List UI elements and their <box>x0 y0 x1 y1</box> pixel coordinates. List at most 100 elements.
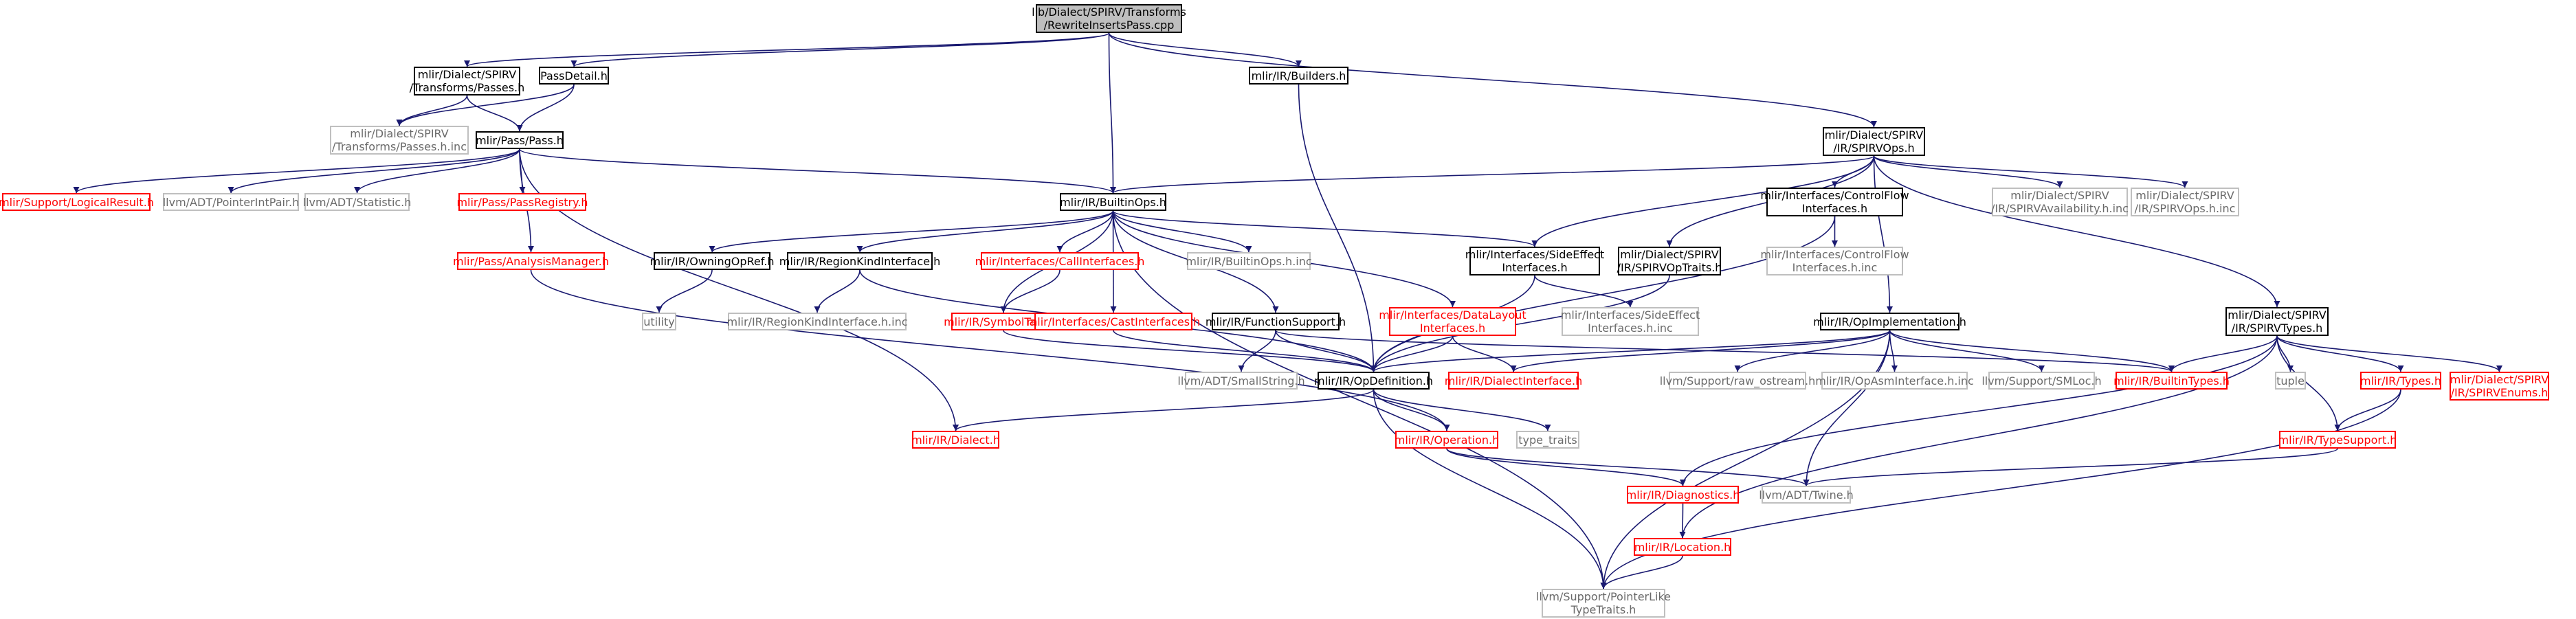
edge-sideeffect_h-to-sideeffect_inc <box>1534 275 1634 308</box>
node-tuple: tuple <box>2275 372 2306 390</box>
node-spirvenums-h: mlir/Dialect/SPIRV/IR/SPIRVEnums.h <box>2450 372 2549 401</box>
edge-opimpl_h-to-builtintypes_h <box>1889 330 2175 372</box>
edge-builtinops_h-to-sideeffect_h <box>1112 210 1538 247</box>
edge-builtinops_h-to-owningopref_h <box>709 210 1114 253</box>
edge-operation_h-to-diagnostics_h <box>1446 448 1686 486</box>
edge-spirvtypes_h-to-location_h <box>1679 335 2278 539</box>
edge-builtinops_h-to-regionkind_h <box>856 210 1114 253</box>
edge-root-to-builtinops_h <box>1108 32 1116 194</box>
edge-root-to-passdetail_h <box>570 32 1110 67</box>
node-raw-ostream-h: llvm/Support/raw_ostream.h <box>1660 372 1815 390</box>
edge-opdefinition_h-to-operation_h <box>1373 389 1450 431</box>
node-twine-h: llvm/ADT/Twine.h <box>1759 486 1854 504</box>
edge-opimpl_h-to-dialectinterface_h <box>1510 330 1891 372</box>
edge-spirvtypes_h-to-tuple <box>2276 335 2294 372</box>
node-analysismanager-h: mlir/Pass/AnalysisManager.h <box>453 252 609 270</box>
edge-opdefinition_h-to-pointerlike_h <box>1373 389 1607 589</box>
edge-spirvtypes_h-to-builtintypes_h <box>2168 335 2278 372</box>
edge-analysismanager_h-to-operation_h <box>530 269 1450 431</box>
edge-root-to-builders_h <box>1108 32 1302 67</box>
node-opasminterface-h-inc: mlir/IR/OpAsmInterface.h.inc <box>1815 372 1974 390</box>
edge-spirvops_h-to-spirvtypes_h <box>1873 155 2280 308</box>
node-location-h: mlir/IR/Location.h <box>1634 538 1731 556</box>
node-builtintypes-h: mlir/IR/BuiltinTypes.h <box>2113 372 2230 390</box>
edge-opimpl_h-to-raw_ostream_h <box>1734 330 1891 372</box>
edge-operation_h-to-twine_h <box>1446 448 1810 486</box>
node-opimplementation-h[interactable]: mlir/IR/OpImplementation.h <box>1813 313 1966 330</box>
edge-regionkind_h-to-regionkind_inc <box>814 269 860 313</box>
node-statistic-h: llvm/ADT/Statistic.h <box>303 193 411 211</box>
edge-owningopref_h-to-utility <box>656 269 713 313</box>
edge-opimpl_h-to-opdefinition_h <box>1370 330 1891 372</box>
edge-spirvops_h-to-spirvavail_inc <box>1873 155 2063 188</box>
edge-opimpl_h-to-twine_h <box>1803 330 1891 486</box>
node-regionkindinterface-h-inc: mlir/IR/RegionKindInterface.h.inc <box>727 313 908 330</box>
node-smallstring-h: llvm/ADT/SmallString.h <box>1177 372 1305 390</box>
node-logicalresult-h: mlir/Support/LogicalResult.h <box>0 193 154 211</box>
node-spirvtypes-h[interactable]: mlir/Dialect/SPIRV/IR/SPIRVTypes.h <box>2225 307 2329 336</box>
node-passregistry-h: mlir/Pass/PassRegistry.h <box>456 193 588 211</box>
node-diagnostics-h: mlir/IR/Diagnostics.h <box>1626 486 1740 504</box>
edge-spirvops_h-to-sideeffect_h <box>1531 155 1875 247</box>
node-dialect-h: mlir/IR/Dialect.h <box>911 431 1000 449</box>
edge-root-to-passes_h <box>464 32 1110 67</box>
node-builtinops-h[interactable]: mlir/IR/BuiltinOps.h <box>1060 193 1166 211</box>
edge-pass_h-to-dialect_h <box>519 148 959 431</box>
node-spirvavailability-h-inc: mlir/Dialect/SPIRV/IR/SPIRVAvailability.… <box>1991 188 2129 216</box>
node-smloc-h: llvm/Support/SMLoc.h <box>1981 372 2102 390</box>
node-dialectinterface-h: mlir/IR/DialectInterface.h <box>1445 372 1582 390</box>
edge-opdefinition_h-to-type_traits <box>1373 389 1551 431</box>
node-pass-h[interactable]: mlir/Pass/Pass.h <box>476 131 564 149</box>
edge-builders_h-to-opdefinition_h <box>1298 84 1377 372</box>
node-passes-h-inc: mlir/Dialect/SPIRV/Transforms/Passes.h.i… <box>330 126 469 155</box>
node-typesupport-h: mlir/IR/TypeSupport.h <box>2278 431 2397 449</box>
node-regionkindinterface-h[interactable]: mlir/IR/RegionKindInterface.h <box>779 252 940 270</box>
edge-builtinops_h-to-callinterfaces_h <box>1056 210 1114 253</box>
edge-typesupport_h-to-twine_h <box>1803 448 2338 486</box>
edge-passes_h-to-passes_h_inc <box>396 95 468 126</box>
node-builders-h[interactable]: mlir/IR/Builders.h <box>1249 67 1348 85</box>
edge-functionsupport_h-to-opdefinition_h <box>1275 330 1377 372</box>
node-opdefinition-h[interactable]: mlir/IR/OpDefinition.h <box>1314 372 1433 390</box>
node-functionsupport-h[interactable]: mlir/IR/FunctionSupport.h <box>1206 313 1346 330</box>
edge-spirvops_h-to-opimpl_h <box>1873 155 1893 313</box>
edge-functionsupport_h-to-builtintypes_h <box>1275 330 2175 372</box>
node-operation-h: mlir/IR/Operation.h <box>1395 431 1499 449</box>
node-type-traits: type_traits <box>1516 431 1579 449</box>
node-builtinops-h-inc: mlir/IR/BuiltinOps.h.inc <box>1186 252 1312 270</box>
edge-spirvoptraits_h-to-opdefinition_h <box>1370 275 1670 372</box>
edge-symboltable_h-to-opdefinition_h <box>1003 330 1377 372</box>
node-utility: utility <box>642 313 676 330</box>
edge-castinterfaces_h-to-opdefinition_h <box>1113 330 1377 372</box>
node-pointerintpair-h: llvm/ADT/PointerIntPair.h <box>163 193 299 211</box>
edge-spirvtypes_h-to-diagnostics_h <box>1680 335 2278 486</box>
edge-pass_h-to-pointerintpair_h <box>227 148 520 194</box>
edge-types_h-to-typesupport_h <box>2334 389 2401 431</box>
node-callinterfaces-h: mlir/Interfaces/CallInterfaces.h <box>975 252 1144 270</box>
edge-spirvops_h-to-spirvops_inc <box>1873 155 2188 188</box>
edge-controlflow_h-to-opdefinition_h <box>1370 216 1836 372</box>
node-passdetail-h[interactable]: PassDetail.h <box>539 67 609 85</box>
edge-passdetail_h-to-pass_h <box>516 84 575 132</box>
node-spirvoptraits-h[interactable]: mlir/Dialect/SPIRV/IR/SPIRVOpTraits.h <box>1617 247 1722 275</box>
edge-passdetail_h-to-passes_h_inc <box>396 84 575 126</box>
node-spirvops-h-inc: mlir/Dialect/SPIRV/IR/SPIRVOps.h.inc <box>2131 188 2239 216</box>
edge-callinterfaces_h-to-symboltable_h <box>1000 269 1061 313</box>
edge-pass_h-to-builtinops_h <box>519 148 1116 194</box>
edge-spirvtypes_h-to-typesupport_h <box>2276 335 2341 431</box>
edge-opimpl_h-to-opasm_inc <box>1889 330 1898 372</box>
node-owningopref-h[interactable]: mlir/IR/OwningOpRef.h <box>650 252 774 270</box>
node-rewriteinsertspass-cpp: lib/Dialect/SPIRV/Transforms/RewriteInse… <box>1032 4 1186 33</box>
node-spirv-transforms-passes-h[interactable]: mlir/Dialect/SPIRV/Transforms/Passes.h <box>409 67 525 95</box>
node-castinterfaces-h: mlir/Interfaces/CastInterfaces.h <box>1027 313 1200 330</box>
edge-opdefinition_h-to-dialect_h <box>953 389 1375 431</box>
edge-datalayout_h-to-dialectinterface_h <box>1452 335 1517 372</box>
node-spirvops-h[interactable]: mlir/Dialect/SPIRV/IR/SPIRVOps.h <box>1823 127 1925 156</box>
